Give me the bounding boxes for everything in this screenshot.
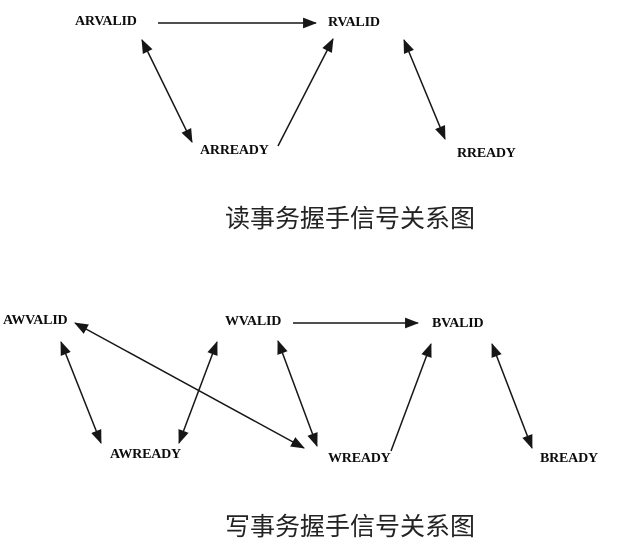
arrow-awvalid-wready-bidirectional bbox=[74, 322, 305, 449]
read-diagram-caption: 读事务握手信号关系图 bbox=[224, 204, 475, 233]
node-bvalid: BVALID bbox=[432, 316, 484, 331]
arrow-arvalid-arready-bidirectional bbox=[141, 39, 193, 143]
node-rready: RREADY bbox=[457, 146, 516, 161]
node-arready: ARREADY bbox=[200, 143, 269, 158]
node-rvalid: RVALID bbox=[328, 15, 380, 30]
arrow-wvalid-awready-bidirectional bbox=[178, 340, 218, 445]
node-wready: WREADY bbox=[328, 451, 391, 466]
arrow-awvalid-awready-bidirectional bbox=[60, 340, 102, 445]
arrow-rvalid-rready-bidirectional bbox=[403, 39, 446, 140]
arrow-wready-to-bvalid bbox=[390, 342, 432, 452]
node-arvalid: ARVALID bbox=[75, 14, 137, 29]
node-awvalid: AWVALID bbox=[3, 313, 68, 328]
node-wvalid: WVALID bbox=[225, 314, 282, 329]
node-awready: AWREADY bbox=[110, 447, 181, 462]
write-diagram-caption: 写事务握手信号关系图 bbox=[224, 512, 475, 541]
arrow-arready-to-rvalid bbox=[277, 38, 334, 147]
arrow-wvalid-wready-bidirectional bbox=[277, 339, 318, 448]
arrow-bvalid-bready-bidirectional bbox=[491, 342, 533, 450]
node-bready: BREADY bbox=[540, 451, 598, 466]
